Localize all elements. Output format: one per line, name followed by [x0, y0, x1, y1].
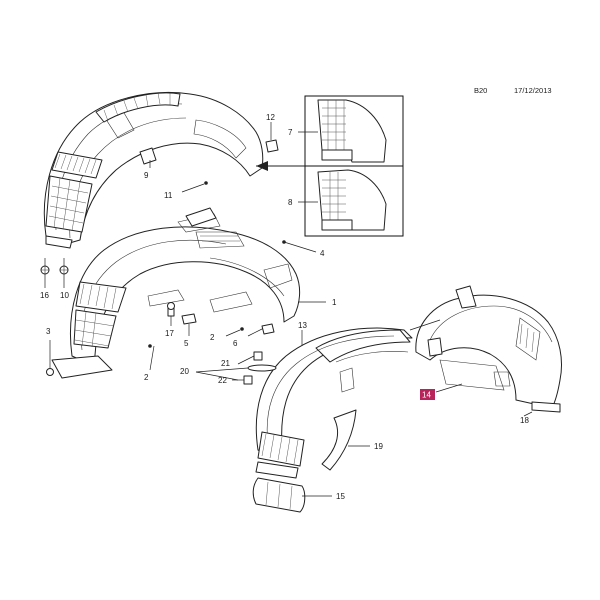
callout-22: 22	[218, 376, 227, 385]
callout-3: 3	[46, 327, 51, 336]
callout-2-upper: 2	[210, 333, 215, 342]
screw-22	[243, 375, 253, 385]
callout-15: 15	[336, 492, 345, 501]
callout-12: 12	[266, 113, 275, 122]
callout-17: 17	[165, 329, 174, 338]
fastener-5	[181, 313, 197, 325]
detail-inset	[304, 95, 404, 237]
callout-21: 21	[221, 359, 230, 368]
clip-21	[253, 351, 263, 361]
clip-3	[46, 368, 54, 376]
diagram-date: 17/12/2013	[514, 86, 552, 95]
callout-18: 18	[520, 416, 529, 425]
callout-4: 4	[320, 249, 325, 258]
lower-wheel-arch-liner	[255, 327, 413, 479]
callout-6: 6	[233, 339, 238, 348]
callout-8: 8	[288, 198, 293, 207]
callout-19: 19	[374, 442, 383, 451]
callout-labels: 9 12 11 7 8 4 16 10 1 3 17 5 2 6 2 13 21…	[40, 113, 529, 501]
callout-5: 5	[184, 339, 189, 348]
callout-2-lower: 2	[144, 373, 149, 382]
callout-11: 11	[164, 191, 173, 200]
fastener-17	[167, 302, 175, 317]
callout-10: 10	[60, 291, 69, 300]
callout-14: 14	[422, 391, 431, 400]
middle-wheel-arch-liner	[51, 207, 301, 379]
seal-15	[252, 477, 306, 513]
callout-13: 13	[298, 321, 307, 330]
washer-20	[247, 364, 277, 372]
clip-10	[59, 265, 69, 275]
clip-16	[40, 265, 50, 275]
callout-16: 16	[40, 291, 49, 300]
callout-14-highlight	[420, 389, 435, 400]
rear-wheel-arch-liner	[415, 285, 562, 413]
callout-7: 7	[288, 128, 293, 137]
upper-wheel-arch-liner	[43, 91, 264, 249]
diagram-code: B20	[474, 86, 487, 95]
callout-9: 9	[144, 171, 149, 180]
callout-20: 20	[180, 367, 189, 376]
clip-12	[265, 139, 279, 153]
callout-1: 1	[332, 298, 337, 307]
strip-19	[321, 409, 357, 471]
